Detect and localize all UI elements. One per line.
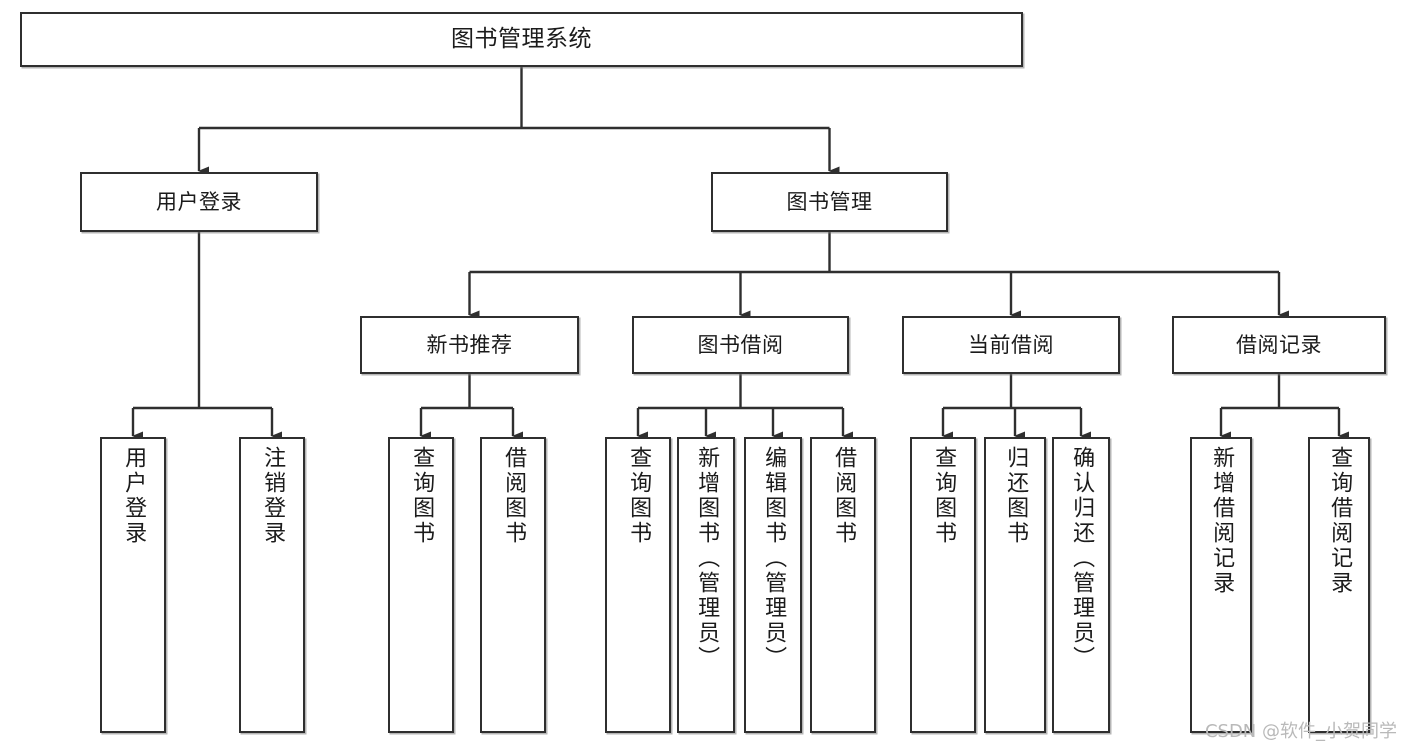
- node-label: 新增借阅记录: [1209, 446, 1235, 596]
- node-label: 借阅记录: [1236, 332, 1322, 357]
- node-label: 注销登录: [260, 446, 286, 546]
- node-current[interactable]: 当前借阅: [902, 316, 1120, 374]
- node-label: 图书借阅: [697, 332, 784, 357]
- node-l-q1[interactable]: 查询图书: [388, 437, 454, 733]
- node-label: 当前借阅: [968, 332, 1054, 357]
- node-label: 用户登录: [121, 446, 147, 546]
- node-label: 编辑图书（管理员）: [761, 446, 787, 671]
- node-label: 查询借阅记录: [1327, 446, 1353, 596]
- node-label: 确认归还（管理员）: [1069, 446, 1095, 671]
- node-l-b2[interactable]: 借阅图书: [810, 437, 876, 733]
- node-label: 查询图书: [626, 446, 652, 546]
- node-l-edit[interactable]: 编辑图书（管理员）: [744, 437, 802, 733]
- node-l-confirm[interactable]: 确认归还（管理员）: [1052, 437, 1110, 733]
- node-label: 查询图书: [931, 446, 957, 546]
- node-l-qrec[interactable]: 查询借阅记录: [1308, 437, 1370, 733]
- node-l-add[interactable]: 新增图书（管理员）: [677, 437, 735, 733]
- node-l-addrec[interactable]: 新增借阅记录: [1190, 437, 1252, 733]
- node-label: 借阅图书: [501, 446, 527, 546]
- node-bookmgmt[interactable]: 图书管理: [711, 172, 948, 232]
- node-l-login[interactable]: 用户登录: [100, 437, 166, 733]
- node-l-logout[interactable]: 注销登录: [239, 437, 305, 733]
- node-label: 归还图书: [1003, 446, 1029, 546]
- node-newbook[interactable]: 新书推荐: [360, 316, 579, 374]
- node-label: 新增图书（管理员）: [694, 446, 720, 671]
- node-l-q3[interactable]: 查询图书: [910, 437, 976, 733]
- csdn-watermark: CSDN @软件_小贺同学: [1204, 721, 1397, 742]
- node-label: 图书管理: [786, 189, 873, 214]
- node-records[interactable]: 借阅记录: [1172, 316, 1386, 374]
- node-label: 借阅图书: [831, 446, 857, 546]
- node-label: 新书推荐: [426, 332, 513, 357]
- node-label: 用户登录: [156, 189, 242, 214]
- node-root[interactable]: 图书管理系统: [20, 12, 1023, 67]
- node-login[interactable]: 用户登录: [80, 172, 318, 232]
- node-label: 图书管理系统: [451, 25, 592, 52]
- node-l-q2[interactable]: 查询图书: [605, 437, 671, 733]
- node-borrow[interactable]: 图书借阅: [632, 316, 849, 374]
- node-l-b1[interactable]: 借阅图书: [480, 437, 546, 733]
- node-l-return[interactable]: 归还图书: [984, 437, 1046, 733]
- node-label: 查询图书: [409, 446, 435, 546]
